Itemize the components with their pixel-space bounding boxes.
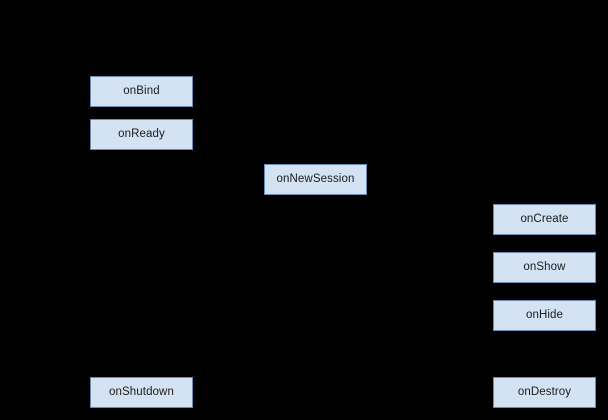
node-label-on-hide: onHide [525,308,564,321]
node-label-on-shutdown: onShutdown [109,385,174,398]
node-on-ready[interactable]: onReady [90,119,193,150]
node-on-create[interactable]: onCreate [493,204,596,235]
node-on-hide[interactable]: onHide [493,300,596,331]
node-on-destroy[interactable]: onDestroy [493,377,596,408]
node-label-on-new-session: onNewSession [276,172,355,185]
node-label-on-create: onCreate [520,212,569,225]
node-label-on-ready: onReady [118,127,165,140]
node-on-bind[interactable]: onBind [90,76,193,107]
node-label-on-show: onShow [523,260,566,273]
node-label-on-bind: onBind [123,84,160,97]
node-label-on-destroy: onDestroy [517,385,572,398]
node-on-show[interactable]: onShow [493,252,596,283]
node-on-new-session[interactable]: onNewSession [264,164,367,195]
node-on-shutdown[interactable]: onShutdown [90,377,193,408]
